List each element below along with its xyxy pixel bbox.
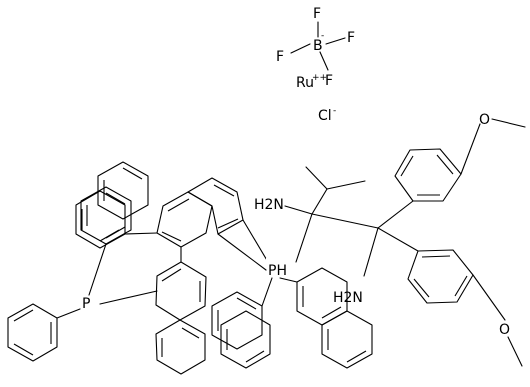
atom-f-top: F [313,6,321,22]
left-phosphine-group: P [7,186,158,362]
o-methyl-top-bond [491,118,526,128]
atom-nh2-top: H2N [254,197,284,213]
ph-phosphine-group: PH [211,219,373,369]
phenyl-ring-left-low [7,303,58,362]
o-aryl-top-bond [460,123,481,175]
methoxyphenyl-top: O [394,112,526,202]
upper-left-phenyl-rings [75,161,158,249]
ruthenium-ion: Ru ++ [296,73,327,91]
c1-ph-bond [295,213,313,263]
p-phenyl-up-bond [88,243,107,296]
atom-f-right: F [347,30,355,46]
cl-charge: - [333,106,336,116]
atom-ru: Ru [296,75,314,91]
atom-o-bottom: O [499,322,510,338]
atom-p-left: P [82,296,90,312]
c1-nh2-bond [284,205,313,215]
p-naphthyl-bond [99,290,158,305]
o-methyl-bottom-bond [507,336,523,367]
atom-o-top: O [479,112,490,128]
ph-phenyl-lower-bond [261,277,273,307]
b-f-left-bond [290,43,311,54]
naphthyl-ring-a [156,191,213,248]
o-aryl-bottom-bond [472,274,506,321]
b-charge: - [321,31,324,41]
phenyl-ring-ul-a [97,161,149,220]
methoxyphenyl-ring-bottom [407,249,474,304]
chloride-ion: Cl - [318,106,336,124]
naphthyl-ring-d [155,319,206,375]
ipr-methyl-right [326,180,366,190]
c1-c2-bond [311,213,379,229]
p-phenyl-left-bond [56,308,81,319]
ipr-methyl-left [305,166,328,190]
methoxyphenyl-ring-top [394,148,462,202]
b-f-bottom-bond [319,51,329,71]
phenyl-ring-lower-a [211,291,263,350]
ph-naphthyl-bond [242,219,269,263]
ru-charge: ++ [312,73,327,83]
c1-ipr-bond [311,188,328,215]
atom-f-left: F [276,49,284,65]
phenyl-ring-lower-b [220,310,271,369]
binap-lower-naphthyl [155,246,207,375]
binap-upper-naphthyl [156,177,244,248]
atom-cl: Cl [318,108,332,124]
atom-b: B [313,38,323,54]
ph-phenyl-right-bond [279,277,298,283]
atom-f-bottom: F [325,73,333,89]
b-f-right-bond [325,37,346,45]
atom-ph: PH [268,263,287,279]
tetrafluoroborate-group: F F F F B - [276,6,355,89]
diamine-backbone: H2N H2N [254,166,419,306]
atom-nh2-bottom: H2N [333,290,363,306]
phenyl-naphthyl-link [124,232,158,235]
methoxyphenyl-bottom: O [407,249,523,367]
phenyl-ring-left-up [80,186,132,245]
c2-aryl-top-bond [377,200,414,229]
c2-nh2-bond [363,227,379,277]
c2-aryl-bottom-bond [377,227,419,252]
ph-phenyl-link-bond [217,233,267,271]
naphthyl-ring-c [155,261,207,321]
phenyl-ring-ph-lower [321,310,373,369]
